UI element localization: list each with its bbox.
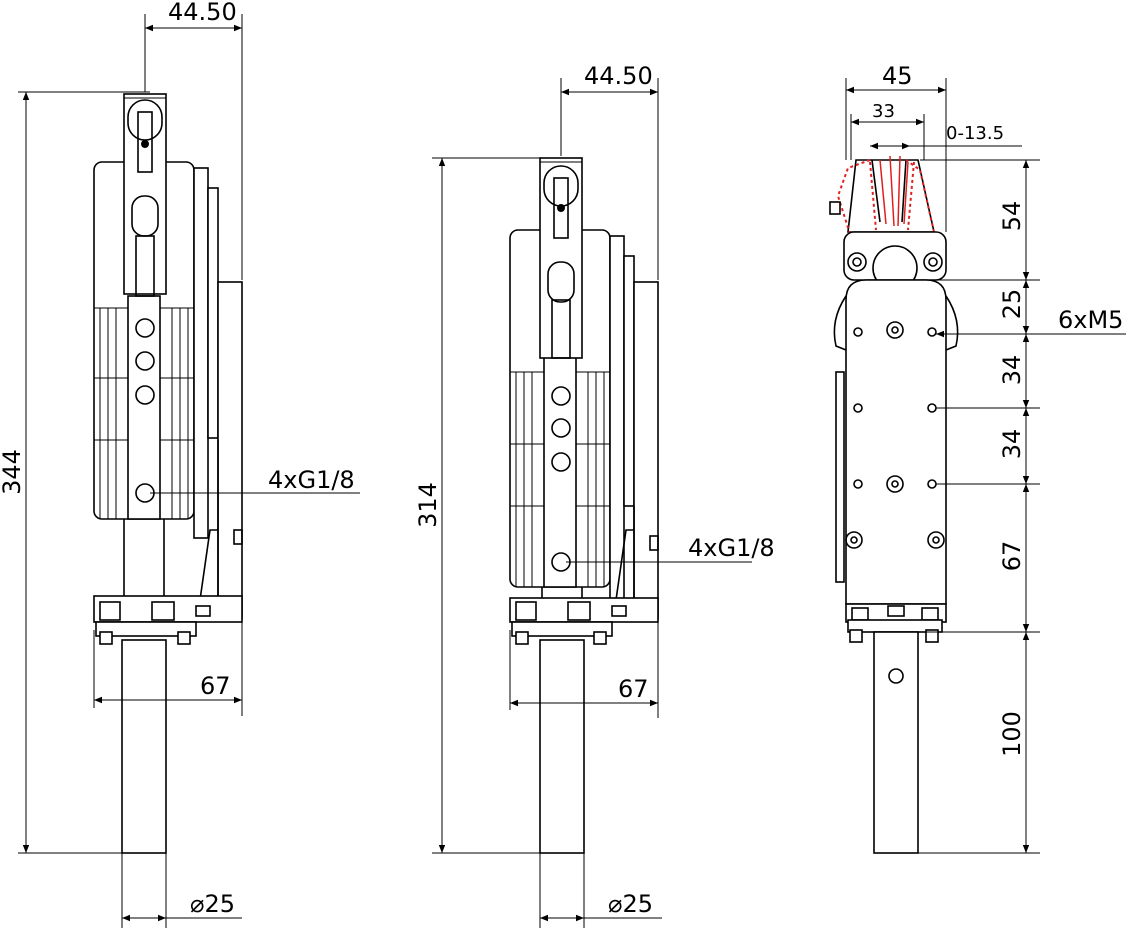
middle-ports-label: 4xG1/8 [688,534,775,562]
right-dim-25: 25 [998,289,1026,320]
middle-base-width: 67 [618,675,649,703]
middle-body [509,157,659,854]
right-jaw-width: 33 [872,101,895,122]
view-left: 44.50 344 67 ⌀25 4xG1/8 [0,0,360,928]
right-stroke: 0-13.5 [946,123,1004,144]
middle-top-width: 44.50 [584,62,653,90]
left-top-width: 44.50 [168,0,237,26]
right-dim-67: 67 [998,541,1026,572]
left-rod-diameter: ⌀25 [190,890,235,918]
right-dim-100: 100 [998,711,1026,757]
right-dim-34b: 34 [998,429,1026,460]
left-dimensions: 44.50 344 67 ⌀25 4xG1/8 [0,0,360,928]
middle-rod-diameter: ⌀25 [608,890,653,918]
left-body [93,93,243,854]
right-dim-54: 54 [998,201,1026,232]
right-dim-34a: 34 [998,355,1026,386]
right-threads-label: 6xM5 [1058,306,1123,334]
right-dimensions: 45 33 0-13.5 54 [845,62,1126,854]
middle-dimensions: 44.50 314 67 ⌀25 4xG1/8 [414,62,775,928]
view-right: 45 33 0-13.5 54 [829,62,1126,854]
left-height: 344 [0,449,26,495]
left-ports-label: 4xG1/8 [268,466,355,494]
left-base-width: 67 [200,672,231,700]
right-body [829,155,959,854]
right-outer-width: 45 [882,62,913,90]
view-middle: 44.50 314 67 ⌀25 4xG1/8 [414,62,775,928]
middle-height: 314 [414,482,442,528]
